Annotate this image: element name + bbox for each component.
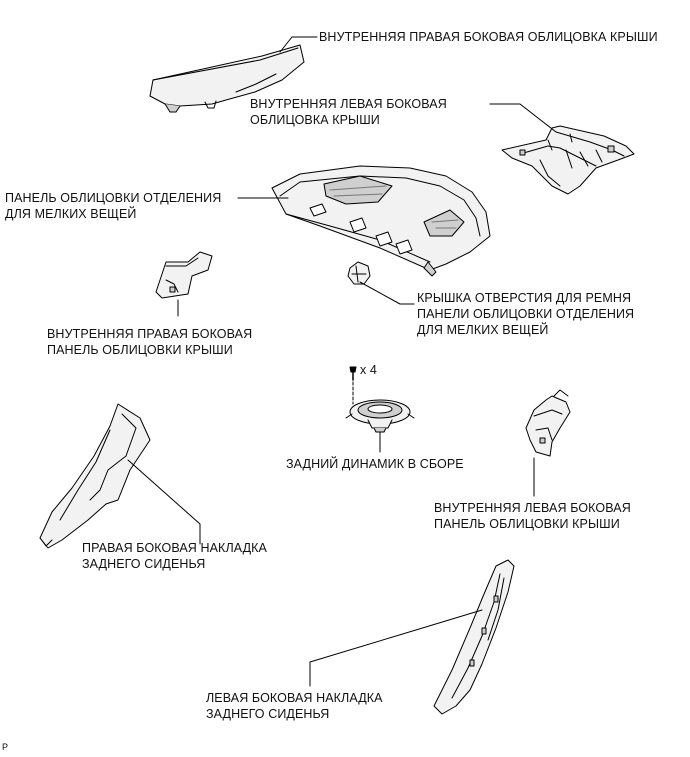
belt-hole-cover-part — [347, 261, 371, 285]
label-line: ЗАДНЕГО СИДЕНЬЯ — [82, 557, 206, 571]
label-line: КРЫШКА ОТВЕРСТИЯ ДЛЯ РЕМНЯ — [417, 291, 632, 305]
package-tray-part — [271, 165, 491, 277]
label-line: ПАНЕЛЬ ОБЛИЦОВКИ ОТДЕЛЕНИЯ — [5, 191, 222, 205]
leader-seat-side-garnish-rh — [127, 459, 201, 545]
label-roof-side-trim-lh: ВНУТРЕННЯЯ ЛЕВАЯ БОКОВАЯ ОБЛИЦОВКА КРЫШИ — [250, 96, 447, 128]
leader-seat-side-garnish-lh — [309, 609, 483, 687]
label-line: ВНУТРЕННЯЯ ЛЕВАЯ БОКОВАЯ — [434, 501, 631, 515]
label-line: ПРАВАЯ БОКОВАЯ НАКЛАДКА — [82, 541, 267, 555]
label-line: ОБЛИЦОВКА КРЫШИ — [250, 113, 380, 127]
label-line: ДЛЯ МЕЛКИХ ВЕЩЕЙ — [417, 323, 549, 337]
label-rear-speaker: ЗАДНИЙ ДИНАМИК В СБОРЕ — [286, 456, 464, 472]
label-roof-panel-rh: ВНУТРЕННЯЯ ПРАВАЯ БОКОВАЯ ПАНЕЛЬ ОБЛИЦОВ… — [47, 326, 252, 358]
label-line: ДЛЯ МЕЛКИХ ВЕЩЕЙ — [5, 207, 137, 221]
label-package-tray: ПАНЕЛЬ ОБЛИЦОВКИ ОТДЕЛЕНИЯ ДЛЯ МЕЛКИХ ВЕ… — [5, 190, 221, 222]
seat-side-garnish-rh-part — [39, 403, 151, 549]
label-line: ЛЕВАЯ БОКОВАЯ НАКЛАДКА — [206, 691, 383, 705]
label-line: ЗАДНИЙ ДИНАМИК В СБОРЕ — [286, 457, 464, 471]
label-seat-side-garnish-rh: ПРАВАЯ БОКОВАЯ НАКЛАДКА ЗАДНЕГО СИДЕНЬЯ — [82, 540, 267, 572]
roof-panel-rh-part — [155, 251, 213, 299]
leader-roof-side-trim-lh — [489, 103, 557, 133]
label-line: ПАНЕЛИ ОБЛИЦОВКИ ОТДЕЛЕНИЯ — [417, 307, 635, 321]
roof-side-trim-lh-part — [501, 125, 635, 195]
leader-belt-hole-cover — [359, 281, 415, 305]
label-line: x 4 — [360, 363, 377, 377]
rear-speaker-part — [345, 366, 415, 433]
label-roof-side-trim-rh: ВНУТРЕННЯЯ ПРАВАЯ БОКОВАЯ ОБЛИЦОВКА КРЫШ… — [319, 29, 658, 45]
label-line: ПАНЕЛЬ ОБЛИЦОВКИ КРЫШИ — [434, 517, 620, 531]
label-line: ВНУТРЕННЯЯ ПРАВАЯ БОКОВАЯ — [47, 327, 253, 341]
label-line: ЗАДНЕГО СИДЕНЬЯ — [206, 707, 330, 721]
label-speaker-quantity: x 4 — [360, 362, 377, 378]
label-line: ВНУТРЕННЯЯ ПРАВАЯ БОКОВАЯ ОБЛИЦОВКА КРЫШ… — [319, 30, 658, 44]
label-belt-hole-cover: КРЫШКА ОТВЕРСТИЯ ДЛЯ РЕМНЯ ПАНЕЛИ ОБЛИЦО… — [417, 290, 634, 338]
figure-code: P — [2, 742, 9, 752]
label-seat-side-garnish-lh: ЛЕВАЯ БОКОВАЯ НАКЛАДКА ЗАДНЕГО СИДЕНЬЯ — [206, 690, 383, 722]
label-line: ВНУТРЕННЯЯ ЛЕВАЯ БОКОВАЯ — [250, 97, 447, 111]
label-roof-panel-lh: ВНУТРЕННЯЯ ЛЕВАЯ БОКОВАЯ ПАНЕЛЬ ОБЛИЦОВК… — [434, 500, 631, 532]
roof-side-trim-rh-part — [149, 44, 305, 113]
label-line: ПАНЕЛЬ ОБЛИЦОВКИ КРЫШИ — [47, 343, 233, 357]
seat-side-garnish-lh-part — [433, 559, 515, 715]
roof-panel-lh-part — [525, 389, 571, 457]
